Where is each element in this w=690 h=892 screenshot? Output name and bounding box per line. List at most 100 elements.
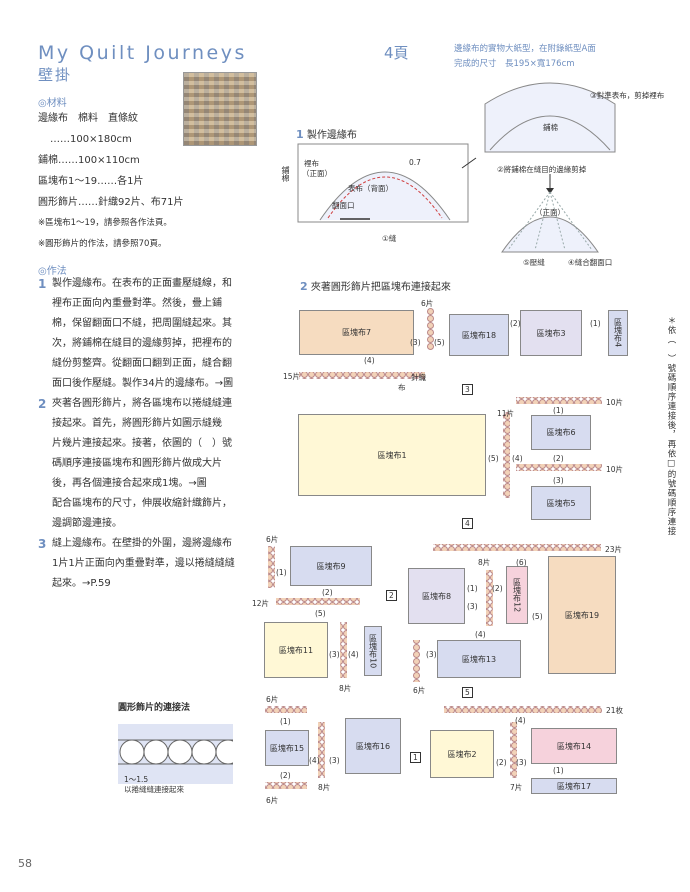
materials-heading: ◎材料 <box>38 98 67 109</box>
order-label: (4) <box>512 454 523 463</box>
block-10: 區塊布10 <box>364 626 382 676</box>
step2-label: ②將鋪棉在縫目的邊緣剪掉 <box>497 165 587 174</box>
order-label: (5) <box>488 454 499 463</box>
circle-method-caption: 以捲縫縫連接起來 <box>124 785 184 794</box>
block-12: 區塊布12 <box>506 566 528 624</box>
lining-label: 裡布 <box>304 159 319 168</box>
fig1-diagram <box>297 82 616 253</box>
step-box: 5 <box>462 687 473 698</box>
order-label: (4) <box>309 756 320 765</box>
fig1-title: 1 製作邊緣布 <box>296 128 357 141</box>
order-label: (3) <box>467 602 478 611</box>
count-label: 10片 <box>606 465 624 474</box>
step-box: 3 <box>462 384 473 395</box>
order-label: (2) <box>322 588 333 597</box>
block-6: 區塊布6 <box>531 415 591 450</box>
order-label: (5) <box>315 609 326 618</box>
knit-label: 針織 <box>411 373 426 382</box>
material-line: ……100×180cm <box>50 134 132 145</box>
quilt-label: ⑤壓縫 <box>523 258 545 267</box>
block-19: 區塊布19 <box>548 556 616 674</box>
count-label: 7片 <box>510 783 523 792</box>
block-2: 區塊布2 <box>430 730 494 778</box>
circle-method-title: 圓形飾片的連接法 <box>118 703 191 713</box>
page-number: 58 <box>18 857 32 870</box>
count-label: 23片 <box>605 545 623 554</box>
step-box: 1 <box>410 752 421 763</box>
block-13: 區塊布13 <box>437 640 521 678</box>
order-label: (3) <box>516 758 527 767</box>
order-label: (4) <box>515 716 526 725</box>
order-label: (1) <box>280 717 291 726</box>
order-label: (3) <box>410 338 421 347</box>
count-label: 8片 <box>318 783 331 792</box>
page-reference: 4頁 <box>384 44 409 62</box>
material-note: ※區塊布1～19，請參照各作法頁。 <box>38 218 172 228</box>
count-label: 15片 <box>283 372 301 381</box>
count-label: 21枚 <box>606 706 624 715</box>
count-label: 12片 <box>252 599 270 608</box>
order-label: (2) <box>553 454 564 463</box>
block-3: 區塊布3 <box>520 310 582 356</box>
batting-label: 鋪棉 <box>281 166 290 182</box>
order-label: (2) <box>496 758 507 767</box>
outer-label: 表布（背面） <box>348 184 393 193</box>
count-label: 10片 <box>606 398 624 407</box>
order-label: (2) <box>492 584 503 593</box>
quilt-photo <box>183 72 257 146</box>
order-label: (3) <box>426 650 437 659</box>
front2-label: （正面） <box>535 208 565 217</box>
order-label: (4) <box>364 356 375 365</box>
block-1: 區塊布1 <box>298 414 486 496</box>
order-label: (1) <box>467 584 478 593</box>
sew-label: ①縫 <box>382 234 397 243</box>
batting-label-2: 鋪棉 <box>543 123 558 132</box>
cloth-label: 布 <box>398 383 406 392</box>
order-label: (1) <box>590 319 601 328</box>
block-16: 區塊布16 <box>345 718 401 774</box>
order-label: (3) <box>329 756 340 765</box>
order-label: (4) <box>475 630 486 639</box>
material-line: 圓形飾片……針織92片、布71片 <box>38 197 184 208</box>
count-label: 8片 <box>339 684 352 693</box>
order-label: (5) <box>532 612 543 621</box>
material-line: 鋪棉……100×110cm <box>38 155 140 166</box>
order-label: (2) <box>280 771 291 780</box>
order-label: (4) <box>348 650 359 659</box>
order-label: (3) <box>553 476 564 485</box>
step-1: 1 製作邊緣布。在表布的正面畫壓縫線，和裡布正面向內重疊對準。然後，疊上鋪 棉，… <box>38 277 234 389</box>
block-5: 區塊布5 <box>531 486 591 520</box>
block-4: 區塊布4 <box>608 310 628 356</box>
count-label: 6片 <box>266 695 279 704</box>
count-label: 6片 <box>266 535 279 544</box>
count-label: 8片 <box>478 558 491 567</box>
block-18: 區塊布18 <box>449 314 509 356</box>
step3-label: ③對準表布，剪掉裡布 <box>590 91 665 100</box>
method-steps: 1 製作邊緣布。在表布的正面畫壓縫線，和裡布正面向內重疊對準。然後，疊上鋪 棉，… <box>38 274 253 594</box>
order-label: (2) <box>510 319 521 328</box>
count-label: 11片 <box>497 409 515 418</box>
material-line: 邊緣布 棉料 直條紋 <box>38 113 138 124</box>
block-15: 區塊布15 <box>265 730 309 766</box>
seam-margin-label: 0.7 <box>409 158 421 167</box>
block-7: 區塊布7 <box>299 310 414 355</box>
order-label: (1) <box>553 406 564 415</box>
page-subtitle: 壁掛 <box>38 66 73 84</box>
block-17: 區塊布17 <box>531 778 617 794</box>
material-line: 區塊布1～19……各1片 <box>38 176 144 187</box>
page-title: My Quilt Journeys <box>38 42 247 64</box>
materials-list: 邊緣布 棉料 直條紋 ……100×180cm 鋪棉……100×110cm 區塊布… <box>38 108 183 255</box>
front-label: （正面） <box>302 169 332 178</box>
count-label: 6片 <box>266 796 279 805</box>
pattern-note: 邊緣布的實物大紙型，在附錄紙型A面完成的尺寸 長195×寬176cm <box>454 44 596 69</box>
step-box: 4 <box>462 518 473 529</box>
order-label: (1) <box>276 568 287 577</box>
order-label: (3) <box>329 650 340 659</box>
count-label: 6片 <box>421 299 434 308</box>
opening-label: 翻面口 <box>332 201 355 210</box>
fig2-title: 2 夾著圓形飾片把區塊布連接起來 <box>300 280 451 293</box>
count-label: 6片 <box>413 686 426 695</box>
material-note: ※圓形飾片的作法，請參照70頁。 <box>38 239 167 249</box>
